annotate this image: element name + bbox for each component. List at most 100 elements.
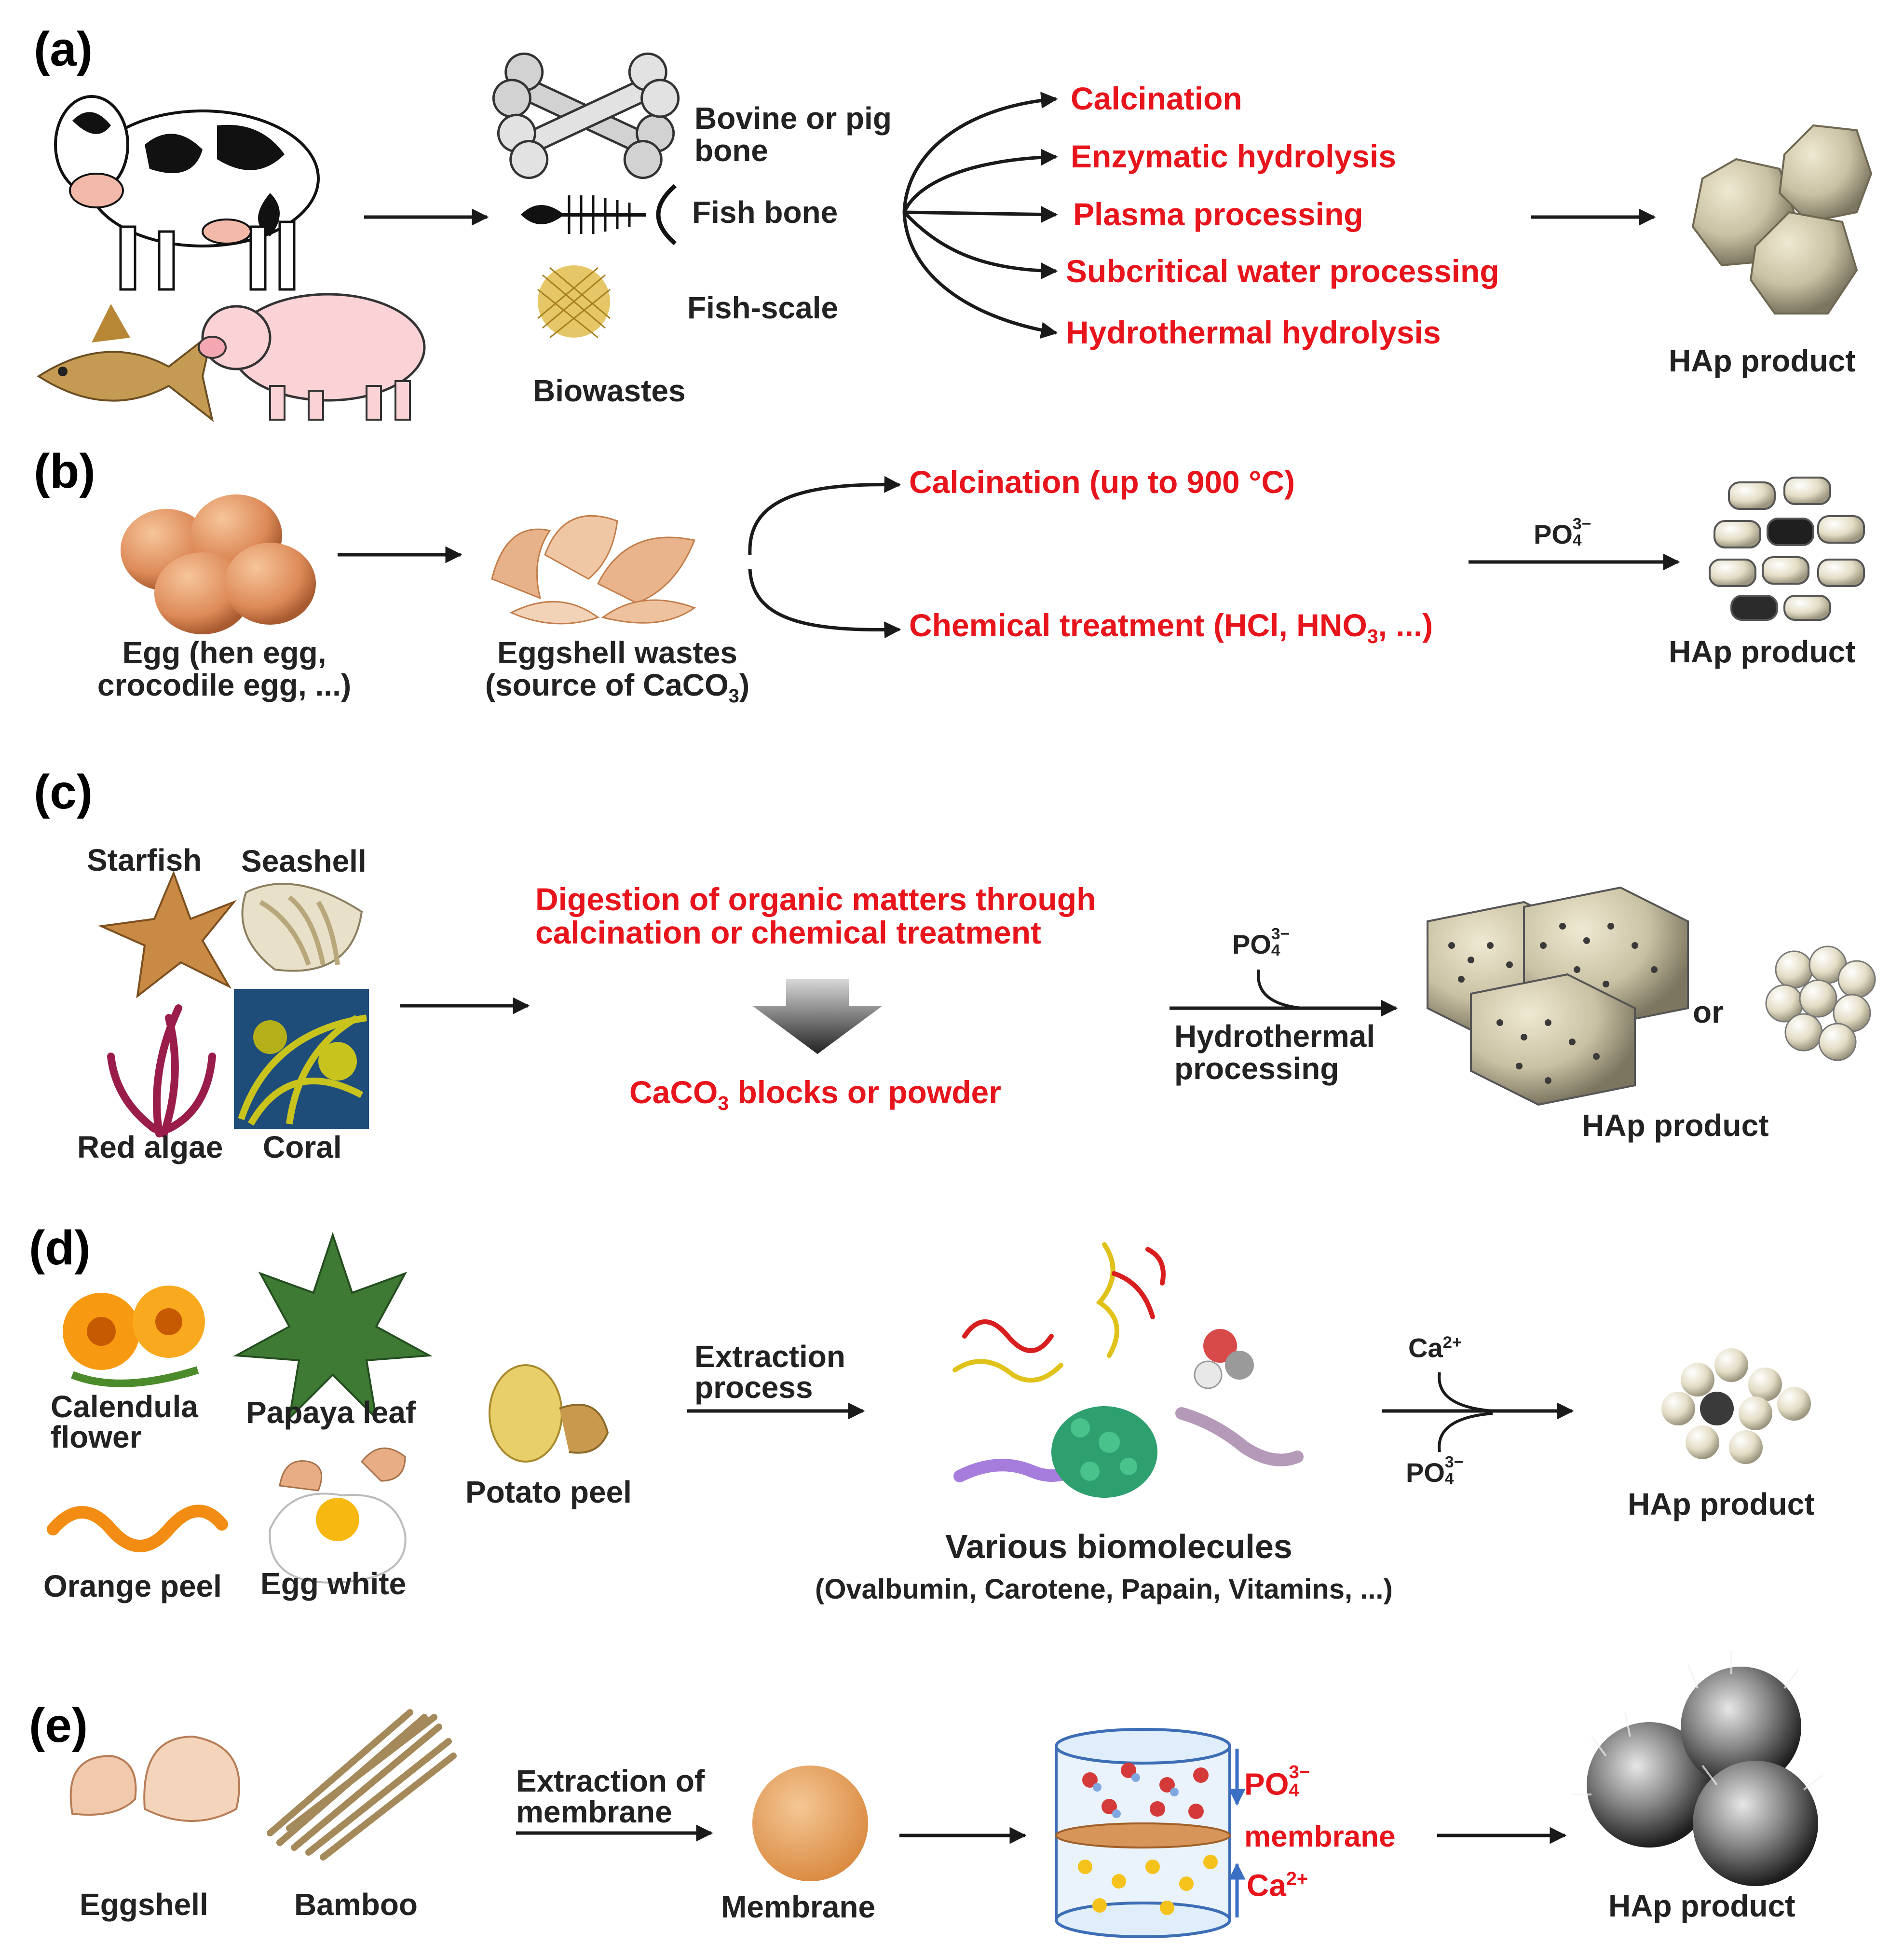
panel-label-c: (c): [34, 765, 93, 819]
bone-icon: [497, 52, 680, 179]
panel-label-d: (d): [29, 1221, 91, 1275]
reagent-curve-c: [1257, 969, 1303, 1010]
digestion-text: Digestion of organic matters through cal…: [535, 881, 1096, 951]
membrane-label: Membrane: [721, 1889, 876, 1924]
biowaste-bone-label: Bovine or pig bone: [694, 101, 892, 168]
source-coral: Coral: [263, 1130, 342, 1164]
starfish-icon: [97, 870, 237, 999]
product-label-d: HAp product: [1628, 1487, 1815, 1521]
reagent-curve-d-bottom: [1438, 1412, 1493, 1452]
biomolecules-icon: [952, 1242, 1304, 1498]
biowaste-fish-bone-label: Fish bone: [692, 195, 838, 230]
fish-icon: [37, 304, 214, 422]
fish-scale-icon: [537, 265, 611, 339]
orange-peel-icon: [47, 1505, 228, 1552]
panel-e: [69, 1650, 1824, 1938]
eggshell-waste-line1: Eggshell wastes: [497, 635, 737, 670]
extraction-membrane-label: Extraction of membrane: [516, 1766, 705, 1827]
biomolecules-list: (Ovalbumin, Carotene, Papain, Vitamins, …: [815, 1574, 1393, 1605]
membrane-disc-icon: [752, 1766, 868, 1881]
cow-icon: [54, 95, 320, 291]
hap-spheres-c: [1765, 945, 1876, 1061]
panel-b: [121, 476, 1865, 639]
potato-peel-icon: [489, 1364, 609, 1463]
reactor-membrane-label: membrane: [1244, 1820, 1396, 1853]
eggshell-icon: [69, 1735, 240, 1822]
biowaste-fish-scale-label: Fish-scale: [687, 290, 839, 325]
branch-arrows-a: [902, 92, 1058, 339]
product-label-c: HAp product: [1582, 1108, 1769, 1143]
process-calcination-900: Calcination (up to 900 °C): [909, 464, 1295, 500]
calendula-flower-icon: [63, 1286, 205, 1387]
source-eggshell: Eggshell: [80, 1887, 208, 1922]
hap-flower-clusters: [1572, 1650, 1824, 1886]
reaction-vessel-icon: [1055, 1728, 1231, 1938]
extraction-line2: process: [694, 1370, 813, 1405]
panel-label-e: (e): [29, 1698, 88, 1752]
hap-particles-a: [1691, 124, 1873, 315]
source-calendula: Calendula flower: [51, 1389, 198, 1454]
source-egg-white: Egg white: [260, 1566, 407, 1601]
product-label-b: HAp product: [1669, 634, 1856, 669]
panel-label-b: (b): [34, 444, 95, 498]
papaya-leaf-icon: [233, 1232, 433, 1421]
reagent-ca-d: Ca2+: [1408, 1332, 1462, 1363]
panel-c: [97, 870, 1876, 1137]
eggshell-waste-line2: (source of CaCO3): [485, 668, 750, 707]
source-seashell: Seashell: [241, 844, 367, 878]
product-label-a: HAp product: [1669, 343, 1856, 378]
eggshell-waste-label: Eggshell wastes (source of CaCO3): [434, 635, 801, 707]
reagent-curve-d-top: [1438, 1372, 1493, 1412]
panel-d: [47, 1232, 1811, 1584]
source-orange-peel: Orange peel: [43, 1569, 222, 1603]
fish-bone-icon: [521, 184, 677, 246]
biowastes-title: Biowastes: [533, 373, 686, 408]
pig-icon: [198, 293, 426, 421]
hap-platelets-b: [1709, 477, 1865, 621]
extraction-membrane-line1: Extraction of: [516, 1764, 705, 1798]
hap-spheres-d: [1661, 1348, 1811, 1464]
egg-source-label: Egg (hen egg, crocodile egg, ...): [68, 636, 381, 703]
process-enzymatic-hydrolysis: Enzymatic hydrolysis: [1071, 138, 1396, 174]
hydrothermal-line1: Hydrothermal: [1174, 1019, 1375, 1054]
source-papaya-leaf: Papaya leaf: [246, 1395, 416, 1430]
source-bamboo: Bamboo: [294, 1887, 418, 1922]
egg-white-icon: [269, 1447, 407, 1584]
panel-a: [37, 52, 1873, 422]
process-calcination: Calcination: [1071, 81, 1242, 116]
reactor-ca-label: Ca2+: [1247, 1868, 1308, 1903]
egg-source-line2: crocodile egg, ...): [97, 668, 352, 703]
hap-porous-blocks: [1427, 886, 1689, 1106]
source-starfish: Starfish: [87, 843, 202, 877]
extraction-line1: Extraction: [694, 1339, 845, 1374]
process-chemical-treatment: Chemical treatment (HCl, HNO3, ...): [909, 607, 1433, 648]
process-plasma-processing: Plasma processing: [1073, 196, 1363, 232]
extraction-membrane-line2: membrane: [516, 1794, 672, 1829]
eggshell-pieces-icon: [491, 515, 696, 625]
coral-icon: [234, 989, 369, 1129]
caco3-output-label: CaCO3 blocks or powder: [629, 1074, 1001, 1115]
product-label-e: HAp product: [1608, 1889, 1795, 1923]
eggs-icon: [121, 494, 316, 634]
or-label: or: [1693, 995, 1724, 1029]
digestion-line2: calcination or chemical treatment: [535, 915, 1042, 951]
digestion-line1: Digestion of organic matters through: [535, 881, 1096, 917]
down-big-arrow: [752, 979, 883, 1054]
process-subcritical-water: Subcritical water processing: [1066, 253, 1499, 289]
red-algae-icon: [107, 1004, 216, 1137]
extraction-process-label: Extraction process: [694, 1341, 845, 1403]
branch-arrows-b: [748, 476, 901, 639]
biomolecules-title: Various biomolecules: [945, 1528, 1292, 1565]
seashell-icon: [241, 883, 363, 972]
hydrothermal-processing-label: Hydrothermal processing: [1174, 1020, 1375, 1085]
source-potato-peel: Potato peel: [465, 1475, 632, 1509]
process-hydrothermal-hydrolysis: Hydrothermal hydrolysis: [1066, 315, 1441, 350]
bamboo-icon: [267, 1709, 457, 1861]
hydrothermal-line2: processing: [1174, 1051, 1339, 1086]
source-red-algae: Red algae: [77, 1130, 223, 1164]
